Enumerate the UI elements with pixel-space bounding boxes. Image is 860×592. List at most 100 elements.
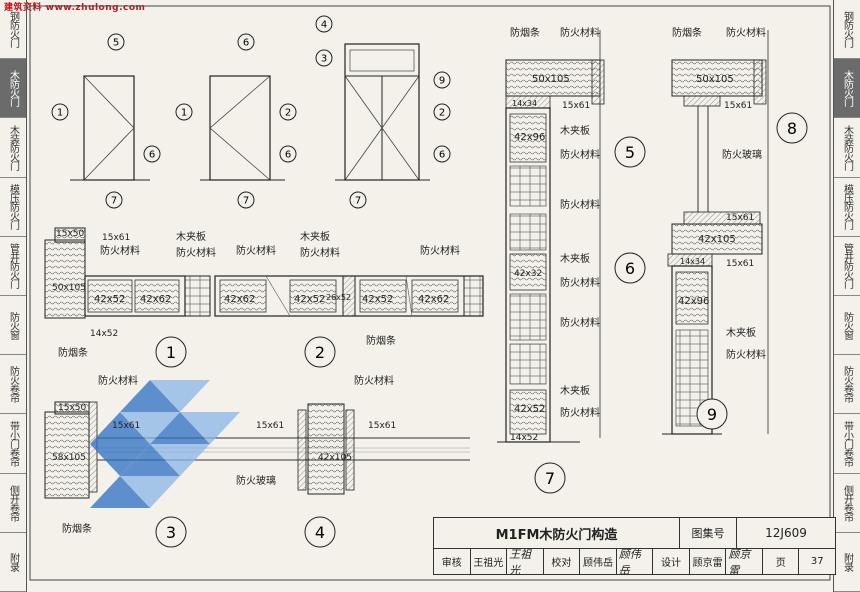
section-mark-1b: 1: [175, 103, 193, 121]
atlas-no-label: 图集号: [680, 518, 737, 548]
left-tab-7[interactable]: 防火卷帘: [0, 355, 26, 415]
title-block: M1FM木防火门构造 图集号 12J609 审核 王祖光 王祖光 校对 顾伟岳 …: [433, 517, 836, 577]
svg-text:7: 7: [111, 196, 117, 207]
left-tab-8[interactable]: 带小门卷帘: [0, 414, 26, 474]
door-elevation-double-transom: [335, 43, 430, 181]
dim-42x62-d1b: 42x62: [140, 294, 171, 305]
svg-text:6: 6: [149, 150, 155, 161]
label-fire-material-d5b: 防火材料: [560, 198, 600, 211]
label-plywood-d9: 木夹板: [726, 326, 756, 339]
svg-text:1: 1: [57, 108, 63, 119]
left-tab-4[interactable]: 模压防火门: [0, 178, 26, 237]
dim-15x61-d7: 15x61: [562, 101, 590, 111]
left-tab-5[interactable]: 管井防火门: [0, 237, 26, 297]
right-tab-5[interactable]: 管井防火门: [834, 237, 860, 297]
left-tab-10[interactable]: 附录: [0, 533, 26, 592]
right-tab-6[interactable]: 防火窗: [834, 296, 860, 356]
dim-42x62-d2d: 42x62: [418, 294, 449, 305]
right-tab-2[interactable]: 木防火门: [834, 59, 860, 119]
section-mark-1a: 1: [51, 103, 69, 121]
dim-42x96-d7: 42x96: [514, 132, 545, 143]
section-mark-2b: 2: [279, 103, 297, 121]
detail-number-3: 3: [155, 516, 187, 548]
label-fire-material-d8: 防火材料: [726, 26, 766, 39]
svg-text:9: 9: [439, 76, 445, 87]
dim-15x50-d3: 15x50: [58, 403, 87, 413]
label-smoke-strip-d8: 防烟条: [672, 26, 702, 39]
svg-text:2: 2: [315, 343, 325, 362]
label-fire-material-d7: 防火材料: [560, 26, 600, 39]
label-fire-material-d4: 防火材料: [354, 374, 394, 387]
watermark: 建筑资料 www.zhulong.com: [4, 3, 146, 13]
left-tab-2[interactable]: 木防火门: [0, 59, 26, 119]
atlas-no: 12J609: [765, 526, 807, 540]
right-tab-10[interactable]: 附录: [834, 533, 860, 592]
dim-50x105-d1: 50x105: [52, 283, 86, 293]
dim-42x96-d9: 42x96: [678, 296, 709, 307]
label-fire-material-d1: 防火材料: [100, 244, 140, 257]
left-tab-strip: 钢防火门木防火门木装防火门模压防火门管井防火门防火窗防火卷帘带小门卷帘侧开卷帘附…: [0, 0, 27, 592]
checker: 顾伟岳: [580, 549, 617, 574]
reviewer-signature: 王祖光: [507, 548, 544, 577]
left-tab-3[interactable]: 木装防火门: [0, 118, 26, 178]
designer: 顾京雷: [690, 549, 727, 574]
label-smoke-strip-d2: 防烟条: [366, 334, 396, 347]
dim-42x32-d6: 42x32: [514, 269, 542, 279]
left-tab-6[interactable]: 防火窗: [0, 296, 26, 356]
detail-number-8: 8: [776, 112, 808, 144]
section-mark-7b: 7: [237, 191, 255, 209]
dim-15x61-d9: 15x61: [726, 259, 754, 269]
label-plywood-d2: 木夹板: [300, 230, 330, 243]
section-mark-4c: 4: [315, 15, 333, 33]
dim-15x61-d3: 15x61: [112, 421, 140, 431]
dim-15x61-d8b: 15x61: [726, 213, 754, 223]
reviewer: 王祖光: [471, 549, 508, 574]
label-fire-material-d1b: 防火材料: [176, 246, 216, 259]
drawing-title: M1FM木防火门构造: [434, 518, 680, 548]
svg-text:4: 4: [315, 523, 325, 542]
label-fire-material-d2b: 防火材料: [300, 246, 340, 259]
section-mark-5a: 5: [107, 33, 125, 51]
detail-number-2: 2: [304, 336, 336, 368]
detail-number-5: 5: [614, 136, 646, 168]
left-tab-9[interactable]: 侧开卷帘: [0, 474, 26, 533]
watermark-logo: [90, 380, 240, 508]
dim-14x52-d1: 14x52: [90, 329, 118, 339]
label-fire-glass-d4: 防火玻璃: [236, 474, 276, 487]
dim-42x52-d2c: 42x52: [362, 294, 393, 305]
section-mark-6c: 6: [279, 145, 297, 163]
detail-number-4: 4: [304, 516, 336, 548]
right-tab-4[interactable]: 模压防火门: [834, 178, 860, 237]
left-tab-1[interactable]: 钢防火门: [0, 0, 26, 60]
checker-signature: 顾伟岳: [617, 548, 654, 577]
svg-text:8: 8: [787, 119, 797, 138]
label-fire-material-d7b: 防火材料: [560, 406, 600, 419]
right-tab-1[interactable]: 钢防火门: [834, 0, 860, 60]
dim-42x105-d4: 42x105: [318, 453, 352, 463]
detail-number-6: 6: [614, 252, 646, 284]
section-mark-6a: 6: [143, 145, 161, 163]
section-mark-6d: 6: [433, 145, 451, 163]
section-mark-3c: 3: [315, 49, 333, 67]
label-fire-material-d3: 防火材料: [98, 374, 138, 387]
dim-15x50-d1: 15x50: [56, 229, 85, 239]
svg-text:2: 2: [285, 108, 291, 119]
section-mark-2c: 2: [433, 103, 451, 121]
svg-text:1: 1: [166, 343, 176, 362]
door-elevation-single-b: [200, 75, 285, 181]
right-tab-7[interactable]: 防火卷帘: [834, 355, 860, 415]
svg-text:5: 5: [625, 143, 635, 162]
right-tab-9[interactable]: 侧开卷帘: [834, 474, 860, 533]
right-tab-3[interactable]: 木装防火门: [834, 118, 860, 178]
label-plywood-d1: 木夹板: [176, 230, 206, 243]
door-elevation-single: [70, 75, 150, 181]
label-smoke-strip-d3: 防烟条: [62, 522, 92, 535]
dim-15x61-d4a: 15x61: [256, 421, 284, 431]
design-label: 设计: [653, 549, 690, 574]
dim-14x34-d7: 14x34: [512, 99, 537, 108]
label-plywood-d6: 木夹板: [560, 252, 590, 265]
right-tab-8[interactable]: 带小门卷帘: [834, 414, 860, 474]
